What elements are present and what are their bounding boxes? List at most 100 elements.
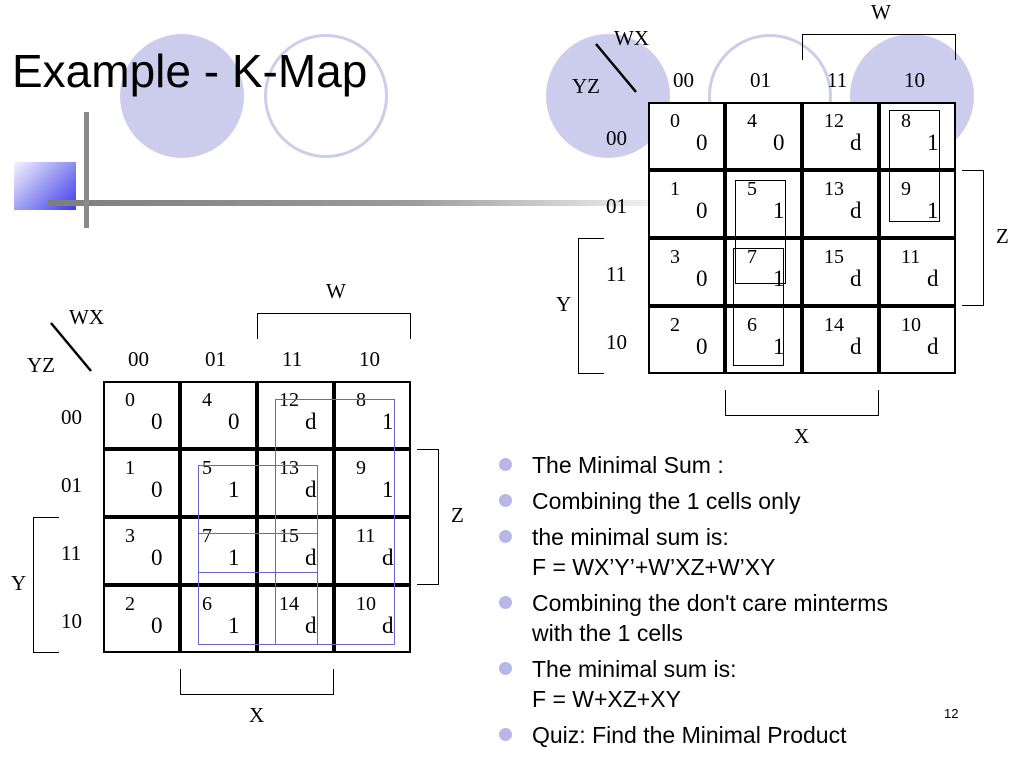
bullet-text: Combining the 1 cells only xyxy=(532,488,801,514)
cell-value: d xyxy=(382,613,394,638)
label-x: X xyxy=(794,424,810,448)
cell-value: 0 xyxy=(696,266,708,291)
cell-value: d xyxy=(305,477,317,502)
bracket-z xyxy=(962,170,984,306)
bullet-dot-icon xyxy=(499,662,512,675)
column-header: 11 xyxy=(282,347,303,371)
cell-value: 1 xyxy=(228,477,240,502)
cell-minterm-index: 3 xyxy=(670,246,680,268)
bullet-text: Combining the don't care minterms xyxy=(532,590,888,616)
cell-minterm-index: 0 xyxy=(670,110,680,132)
cell-minterm-index: 13 xyxy=(824,178,844,200)
bullet-item: the minimal sum is:F = WX’Y’+W’XZ+W’XY xyxy=(495,522,1005,582)
cell-value: 1 xyxy=(773,334,785,359)
cell-value: 1 xyxy=(927,198,939,223)
cell-value: 1 xyxy=(773,266,785,291)
bracket-y xyxy=(33,517,59,653)
cell-value: d xyxy=(850,266,862,291)
corner-diagonal-line xyxy=(50,322,92,372)
bullet-text: The minimal sum is: xyxy=(532,656,737,682)
cell-minterm-index: 1 xyxy=(125,457,135,479)
cell-value: 1 xyxy=(228,545,240,570)
bullet-item: Combining the don't care minterms with th… xyxy=(495,588,1005,648)
decor-circle-3 xyxy=(546,34,670,158)
decor-horizontal-bar xyxy=(48,200,648,206)
cell-value: d xyxy=(305,409,317,434)
bullet-text: F = W+XZ+XY xyxy=(532,686,681,712)
bullet-text: The Minimal Sum : xyxy=(532,452,724,478)
label-w: W xyxy=(326,279,346,303)
bullet-text: Quiz: Find the Minimal Product xyxy=(532,722,847,748)
bullet-item: The minimal sum is: F = W+XZ+XY xyxy=(495,654,1005,714)
bullet-text: with the 1 cells xyxy=(532,620,683,646)
cell-minterm-index: 7 xyxy=(202,525,212,547)
bullet-item: The Minimal Sum : xyxy=(495,450,1005,480)
page-number: 12 xyxy=(944,706,959,721)
corner-label-wx: WX xyxy=(69,305,104,329)
bullet-dot-icon xyxy=(499,728,512,741)
cell-value: 0 xyxy=(228,409,240,434)
grouping-rectangle xyxy=(733,248,784,366)
row-header: 11 xyxy=(606,262,627,286)
cell-minterm-index: 15 xyxy=(279,525,299,547)
cell-minterm-index: 10 xyxy=(901,314,921,336)
cell-minterm-index: 7 xyxy=(747,246,757,268)
bracket-x xyxy=(725,390,879,416)
bracket-w xyxy=(257,313,411,339)
decor-circle-2 xyxy=(264,34,388,158)
decor-circle-5 xyxy=(850,34,974,158)
bullet-dot-icon xyxy=(499,596,512,609)
bracket-z xyxy=(417,449,439,585)
kmap-cell: 15 d xyxy=(802,238,879,306)
cell-value: d xyxy=(382,545,394,570)
cell-value: d xyxy=(927,334,939,359)
cell-value: d xyxy=(850,130,862,155)
label-z: Z xyxy=(996,224,1009,248)
cell-minterm-index: 0 xyxy=(125,389,135,411)
cell-minterm-index: 9 xyxy=(356,457,366,479)
cell-minterm-index: 2 xyxy=(670,314,680,336)
cell-value: d xyxy=(850,334,862,359)
cell-minterm-index: 6 xyxy=(747,314,757,336)
cell-minterm-index: 10 xyxy=(356,593,376,615)
cell-minterm-index: 1 xyxy=(670,178,680,200)
label-z: Z xyxy=(451,503,464,527)
cell-value: 0 xyxy=(151,477,163,502)
cell-minterm-index: 15 xyxy=(824,246,844,268)
bullet-dot-icon xyxy=(499,458,512,471)
cell-value: 0 xyxy=(151,613,163,638)
kmap-cell: 10 d xyxy=(879,306,956,374)
row-header: 11 xyxy=(61,541,82,565)
column-header: 01 xyxy=(205,347,226,371)
decor-vertical-bar xyxy=(84,112,89,228)
corner-label-yz: YZ xyxy=(27,353,55,377)
grouping-rectangle xyxy=(198,533,318,645)
row-header: 01 xyxy=(606,194,627,218)
cell-minterm-index: 8 xyxy=(356,389,366,411)
cell-value: 0 xyxy=(696,334,708,359)
cell-minterm-index: 4 xyxy=(202,389,212,411)
cell-minterm-index: 9 xyxy=(901,178,911,200)
row-header: 01 xyxy=(61,473,82,497)
bullet-dot-icon xyxy=(499,494,512,507)
cell-minterm-index: 5 xyxy=(747,178,757,200)
cell-value: 0 xyxy=(151,409,163,434)
column-header: 10 xyxy=(359,347,380,371)
cell-value: 0 xyxy=(696,198,708,223)
bullet-text: the minimal sum is: xyxy=(532,524,729,550)
bullet-item: Quiz: Find the Minimal Product xyxy=(495,720,1005,750)
